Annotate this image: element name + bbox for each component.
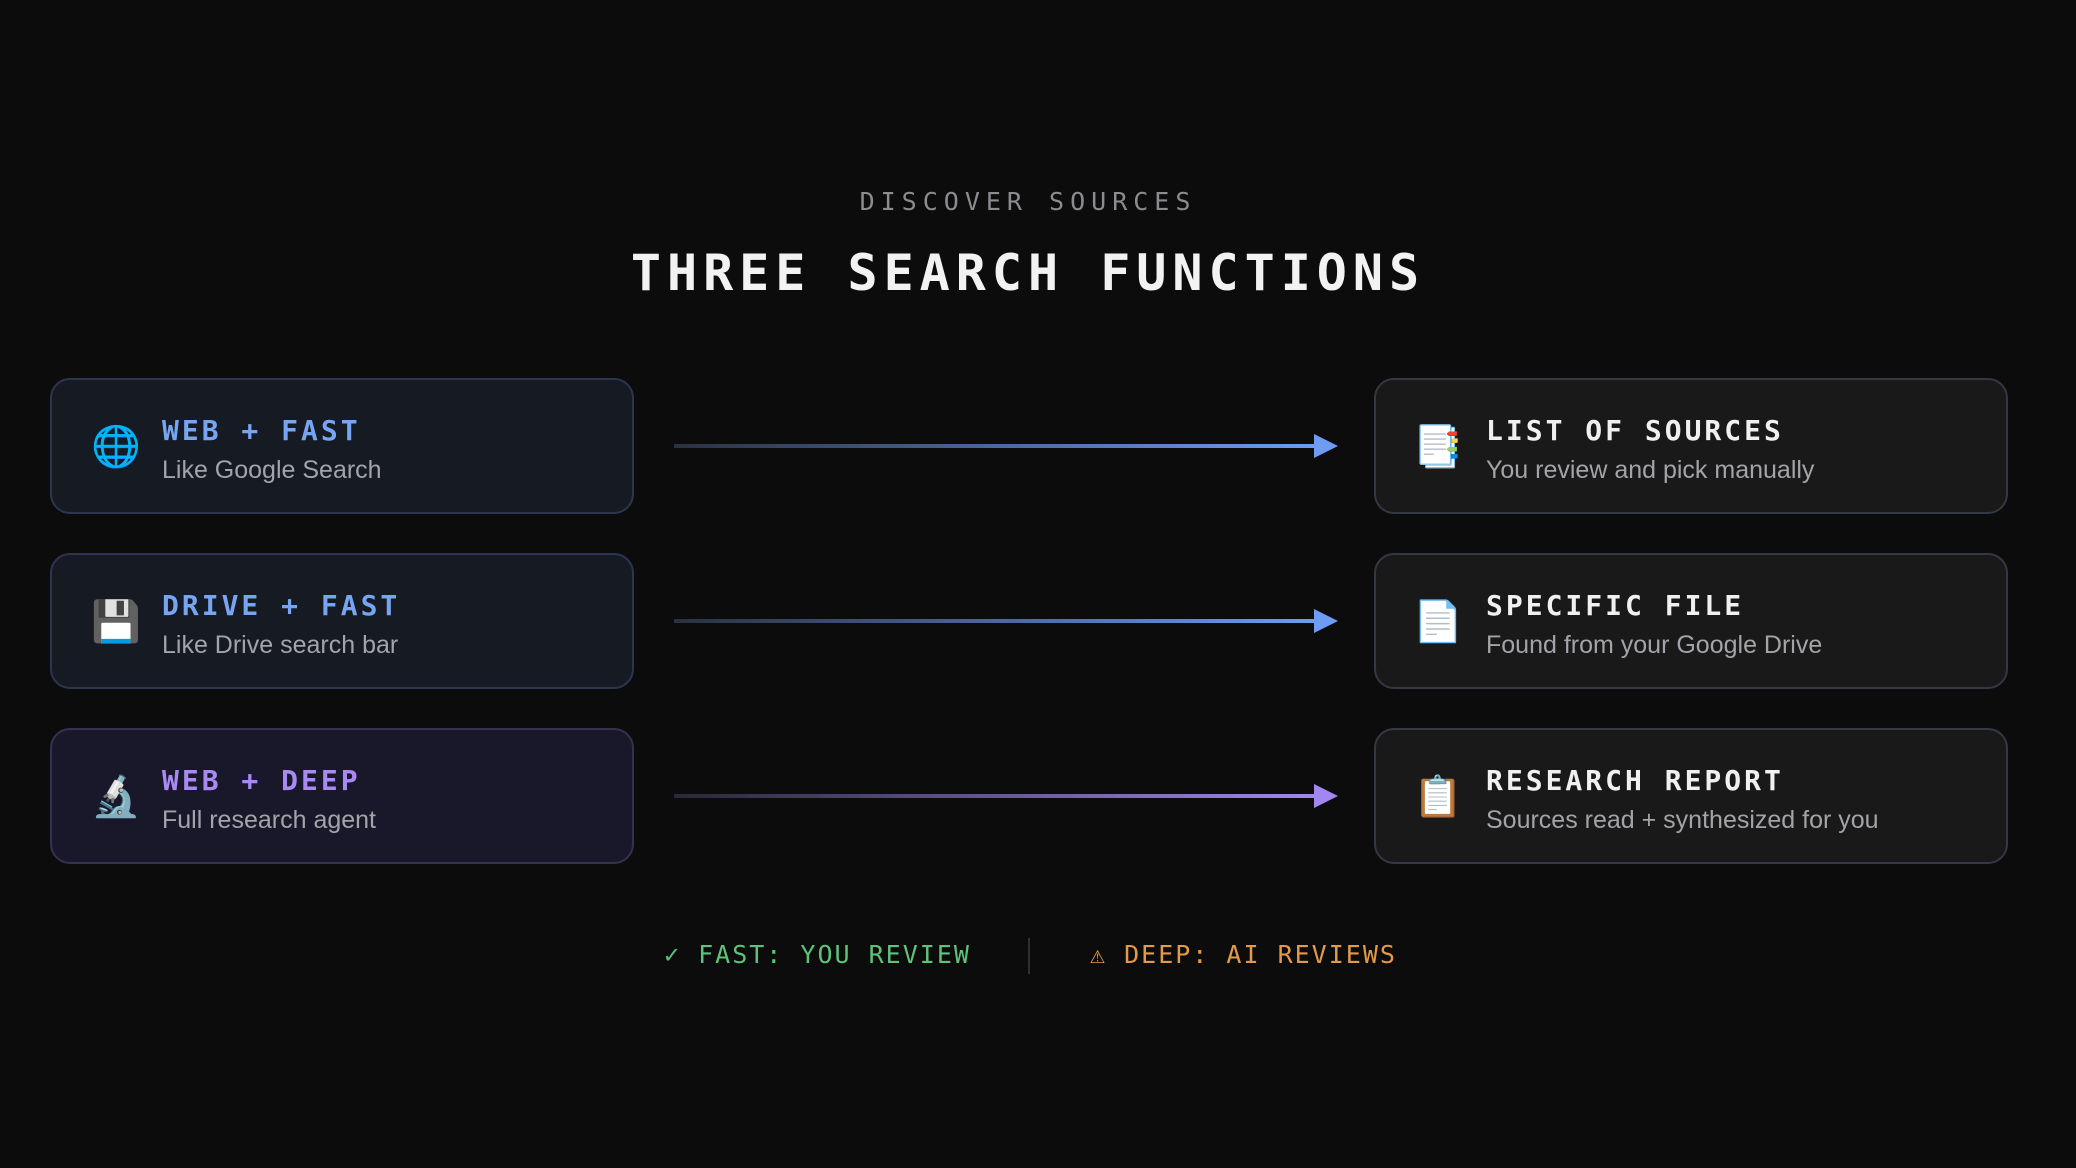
file-icon: 📄 bbox=[1413, 599, 1463, 645]
arrow-head bbox=[1314, 784, 1338, 808]
flow-row-web-fast: 🌐 WEB + FAST Like Google Search 📑 LIST O… bbox=[0, 378, 2076, 518]
arrow-shaft bbox=[674, 444, 1316, 448]
floppy-disk-icon: 💾 bbox=[91, 599, 141, 645]
output-card-subtitle: Found from your Google Drive bbox=[1486, 631, 1823, 659]
arrow-shaft bbox=[674, 619, 1316, 623]
flow-arrow bbox=[674, 784, 1338, 808]
microscope-icon: 🔬 bbox=[91, 774, 141, 820]
flow-row-web-deep: 🔬 WEB + DEEP Full research agent 📋 RESEA… bbox=[0, 728, 2076, 868]
output-card-title: LIST OF SOURCES bbox=[1486, 414, 1784, 447]
input-card-web-deep: 🔬 WEB + DEEP Full research agent bbox=[50, 728, 634, 864]
clipboard-icon: 📋 bbox=[1413, 774, 1463, 820]
output-card-list-of-sources: 📑 LIST OF SOURCES You review and pick ma… bbox=[1374, 378, 2008, 514]
legend-divider bbox=[1028, 938, 1030, 974]
input-card-title: WEB + DEEP bbox=[162, 764, 361, 797]
input-card-title: WEB + FAST bbox=[162, 414, 361, 447]
output-card-title: RESEARCH REPORT bbox=[1486, 764, 1784, 797]
input-card-web-fast: 🌐 WEB + FAST Like Google Search bbox=[50, 378, 634, 514]
output-card-subtitle: You review and pick manually bbox=[1486, 456, 1815, 484]
arrow-head bbox=[1314, 609, 1338, 633]
globe-icon: 🌐 bbox=[91, 424, 141, 470]
input-card-subtitle: Full research agent bbox=[162, 806, 377, 834]
page-title: THREE SEARCH FUNCTIONS bbox=[630, 244, 1426, 302]
legend-deep-label: ⚠ DEEP: AI REVIEWS bbox=[1090, 940, 1397, 969]
arrow-shaft bbox=[674, 794, 1316, 798]
output-card-title: SPECIFIC FILE bbox=[1486, 589, 1745, 622]
input-card-subtitle: Like Google Search bbox=[162, 456, 382, 484]
flow-arrow bbox=[674, 434, 1338, 458]
input-card-title: DRIVE + FAST bbox=[162, 589, 401, 622]
legend-fast-label: ✓ FAST: YOU REVIEW bbox=[664, 940, 971, 969]
arrow-head bbox=[1314, 434, 1338, 458]
flow-arrow bbox=[674, 609, 1338, 633]
document-icon: 📑 bbox=[1413, 424, 1463, 470]
legend: ✓ FAST: YOU REVIEW ⚠ DEEP: AI REVIEWS bbox=[0, 938, 2056, 978]
eyebrow-label: DISCOVER SOURCES bbox=[859, 187, 1197, 216]
input-card-drive-fast: 💾 DRIVE + FAST Like Drive search bar bbox=[50, 553, 634, 689]
input-card-subtitle: Like Drive search bar bbox=[162, 631, 399, 659]
output-card-research-report: 📋 RESEARCH REPORT Sources read + synthes… bbox=[1374, 728, 2008, 864]
output-card-subtitle: Sources read + synthesized for you bbox=[1486, 806, 1879, 834]
flow-row-drive-fast: 💾 DRIVE + FAST Like Drive search bar 📄 S… bbox=[0, 553, 2076, 693]
output-card-specific-file: 📄 SPECIFIC FILE Found from your Google D… bbox=[1374, 553, 2008, 689]
